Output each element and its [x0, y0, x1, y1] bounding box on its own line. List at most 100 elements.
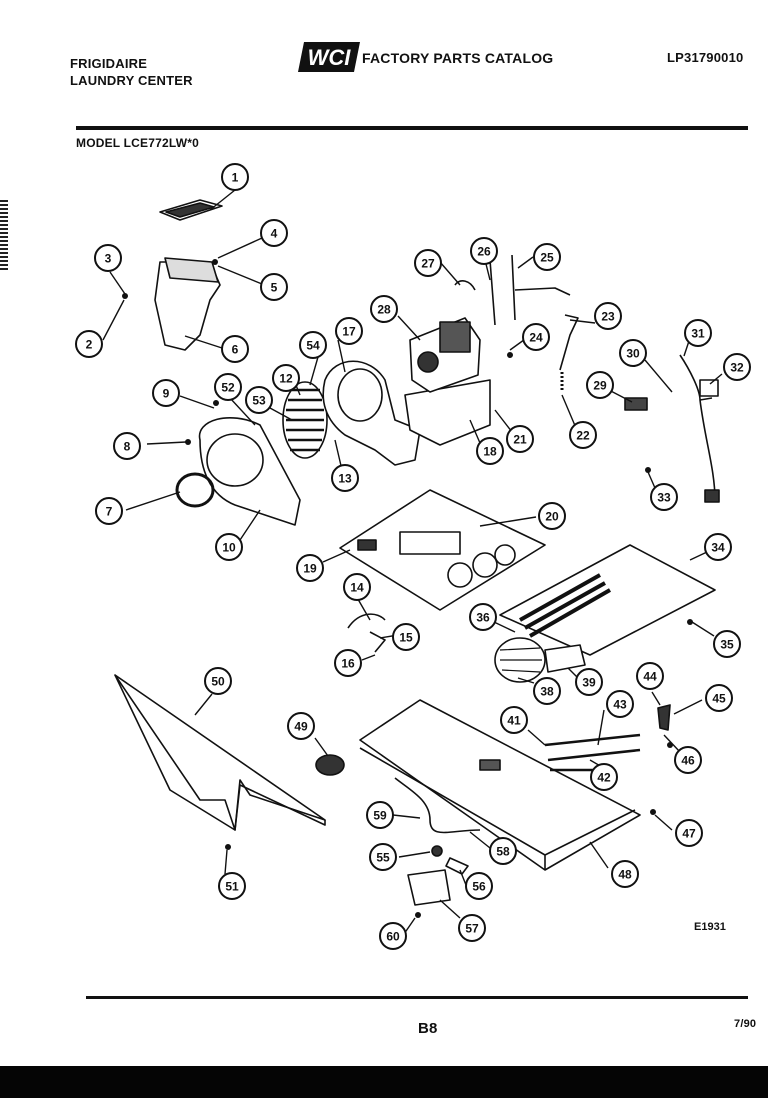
- front-panel: [114, 674, 326, 831]
- callout-circle: [334, 649, 362, 677]
- blower-ring: [175, 472, 215, 508]
- callout-circle: [214, 373, 242, 401]
- callout-label: 34: [711, 541, 725, 555]
- callout-circle: [299, 331, 327, 359]
- callout-label: 33: [657, 491, 671, 505]
- revision-date: 7/90: [734, 1018, 757, 1030]
- callout-58: 58: [489, 837, 517, 865]
- callout-60: 60: [379, 922, 407, 950]
- latch: [657, 704, 671, 731]
- scan-border: [0, 1066, 768, 1098]
- callout-circle: [94, 244, 122, 272]
- callout-label: 47: [682, 827, 696, 841]
- callout-circle: [684, 319, 712, 347]
- callout-53: 53: [245, 386, 273, 414]
- callout-circle: [95, 497, 123, 525]
- callout-50: 50: [204, 667, 232, 695]
- callout-42: 42: [590, 763, 618, 791]
- callout-label: 13: [338, 472, 352, 486]
- callout-label: 21: [513, 433, 527, 447]
- callout-label: 5: [271, 281, 278, 295]
- belt-clip: [454, 280, 476, 291]
- scan-edge-marks: [0, 200, 8, 270]
- callout-circle: [538, 502, 566, 530]
- callout-label: 3: [105, 252, 112, 266]
- callout-label: 14: [350, 581, 364, 595]
- callout-circle: [369, 843, 397, 871]
- base-frame: [359, 699, 641, 871]
- callout-56: 56: [465, 872, 493, 900]
- callout-45: 45: [705, 684, 733, 712]
- callout-label: 50: [211, 675, 225, 689]
- callout-label: 39: [582, 676, 596, 690]
- logo-text: WCI: [308, 45, 352, 70]
- callout-label: 53: [252, 394, 266, 408]
- callout-label: 32: [730, 361, 744, 375]
- callout-4: 4: [260, 219, 288, 247]
- callout-circle: [113, 432, 141, 460]
- callout-label: 8: [124, 440, 131, 454]
- callout-label: 19: [303, 562, 317, 576]
- callout-label: 55: [376, 851, 390, 865]
- callout-label: 10: [222, 541, 236, 555]
- callout-10: 10: [215, 533, 243, 561]
- callout-circle: [619, 339, 647, 367]
- callout-34: 34: [704, 533, 732, 561]
- callout-circle: [469, 603, 497, 631]
- callout-circle: [366, 801, 394, 829]
- callout-label: 20: [545, 510, 559, 524]
- callout-circle: [723, 353, 751, 381]
- callout-circle: [594, 302, 622, 330]
- callout-circle: [245, 386, 273, 414]
- callout-label: 29: [593, 379, 607, 393]
- heater-panel: [499, 544, 716, 656]
- callout-19: 19: [296, 554, 324, 582]
- callout-circle: [713, 630, 741, 658]
- callout-circle: [606, 690, 634, 718]
- brand-line-2: LAUNDRY CENTER: [70, 73, 193, 88]
- callout-47: 47: [675, 819, 703, 847]
- callout-label: 23: [601, 310, 615, 324]
- callout-6: 6: [221, 335, 249, 363]
- callout-circle: [586, 371, 614, 399]
- wci-logo: WCI: [298, 42, 360, 72]
- callout-circle: [215, 533, 243, 561]
- callout-circle: [675, 819, 703, 847]
- callout-label: 60: [386, 930, 400, 944]
- callout-12: 12: [272, 364, 300, 392]
- brand-line-1: FRIGIDAIRE: [70, 56, 148, 71]
- callout-label: 59: [373, 809, 387, 823]
- callout-circle: [569, 421, 597, 449]
- callout-label: 24: [529, 331, 543, 345]
- callout-circle: [379, 922, 407, 950]
- catalog-number: LP31790010: [667, 50, 744, 65]
- callout-label: 52: [221, 381, 235, 395]
- callout-circle: [506, 425, 534, 453]
- motor-bracket: [404, 379, 491, 446]
- callout-circle: [221, 163, 249, 191]
- callout-24: 24: [522, 323, 550, 351]
- callout-leaders: [102, 189, 723, 935]
- footer-rule: [86, 996, 748, 999]
- callout-15: 15: [392, 623, 420, 651]
- callout-circle: [272, 364, 300, 392]
- callout-circle: [458, 914, 486, 942]
- callout-label: 6: [232, 343, 239, 357]
- callout-label: 26: [477, 245, 491, 259]
- callout-label: 31: [691, 327, 705, 341]
- callout-label: 17: [342, 325, 356, 339]
- callout-20: 20: [538, 502, 566, 530]
- plug: [445, 857, 469, 875]
- callout-circle: [370, 295, 398, 323]
- guide-rail: [544, 733, 641, 772]
- callout-31: 31: [684, 319, 712, 347]
- model-number: MODEL LCE772LW*0: [76, 136, 200, 150]
- fan-housing: [322, 360, 421, 466]
- callout-33: 33: [650, 483, 678, 511]
- callout-circle: [392, 623, 420, 651]
- callout-14: 14: [343, 573, 371, 601]
- callout-51: 51: [218, 872, 246, 900]
- callout-32: 32: [723, 353, 751, 381]
- switch-actuator: [559, 314, 579, 371]
